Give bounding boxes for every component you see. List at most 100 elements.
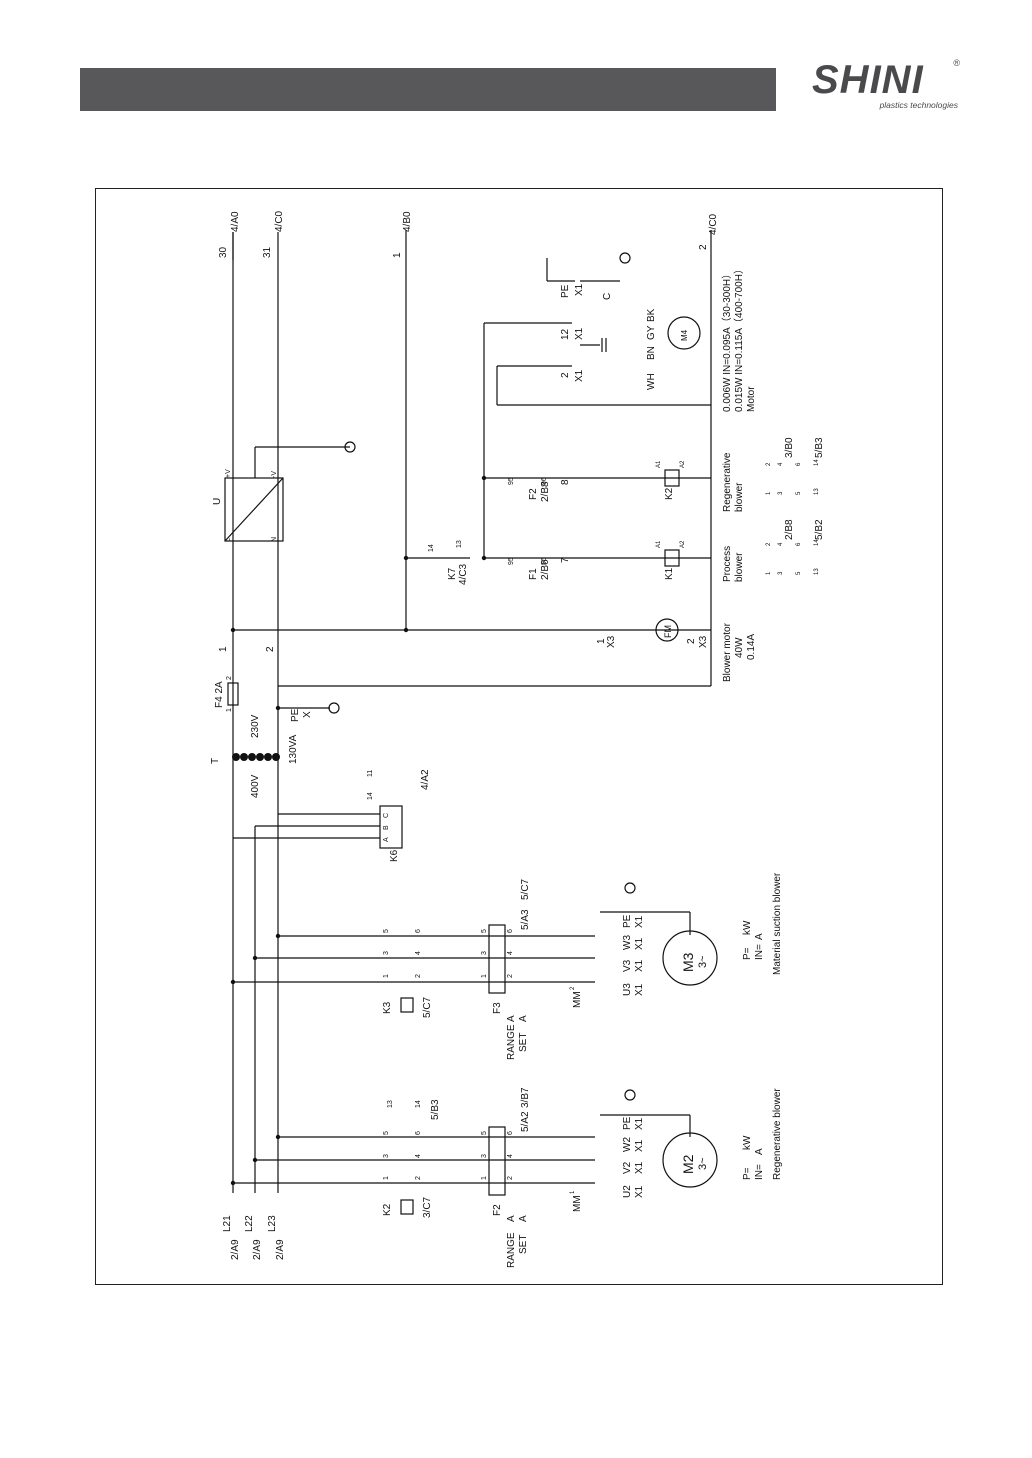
m3-v: V3 [622, 959, 633, 972]
fuse-t1: 1 [226, 708, 233, 712]
k1-name: K1 [664, 567, 675, 580]
m4-x1c: X1 [574, 369, 585, 382]
m2-x1b: X1 [634, 1161, 645, 1174]
m3-amp: A [754, 933, 765, 940]
m2-name: M2 [680, 1154, 696, 1174]
k1-c3: 3 [778, 571, 784, 575]
m2-u: U2 [622, 1185, 633, 1198]
m4-desc3: Motor [746, 386, 757, 412]
ref-4c0-b: 4/C0 [708, 213, 719, 235]
m4-gy: GY [646, 325, 657, 340]
fm-desc3: 0.14A [746, 634, 757, 660]
f1-name: F1 [528, 568, 539, 580]
m4-wh: WH [646, 373, 657, 390]
m2-x1d: X1 [634, 1117, 645, 1130]
drawing-frame [95, 188, 943, 1285]
f2m-n5: 5 [481, 1131, 488, 1135]
k6-ref: 4/A2 [420, 769, 431, 790]
m2-p: P= [742, 1167, 753, 1180]
u-t4: -V [271, 471, 278, 478]
k2-ref1: 3/B0 [784, 437, 795, 458]
source-2a9-c: 2/A9 [275, 1239, 286, 1260]
source-2a9-a: 2/A9 [230, 1239, 241, 1260]
f3-unit-a1: A [506, 1015, 517, 1022]
k2m-n1: 1 [383, 1176, 390, 1180]
f2m-n1: 1 [481, 1176, 488, 1180]
k2m-n13: 13 [387, 1100, 394, 1108]
f2m-set: SET [518, 1235, 529, 1254]
m3-x1c: X1 [634, 937, 645, 950]
k3-n1: 1 [383, 974, 390, 978]
m2-in: IN= [754, 1164, 765, 1180]
label-l23: L23 [267, 1215, 278, 1232]
k6-c: C [383, 813, 390, 818]
m4-x1b: X1 [574, 327, 585, 340]
m3-pe: PE [622, 914, 633, 928]
ref-b1: 1 [392, 252, 403, 258]
k3-n2: 2 [415, 974, 422, 978]
fm-x3b: X3 [698, 635, 709, 648]
m3-u: U3 [622, 983, 633, 996]
m2-v: V2 [622, 1161, 633, 1174]
m4-pe: PE [560, 284, 571, 298]
m4-desc2: 0.015W IN=0.115A（400-700H） [733, 264, 745, 412]
k2m-n5: 5 [383, 1131, 390, 1135]
f2-name: F2 [528, 488, 539, 500]
k7-ref: 4/C3 [458, 563, 469, 585]
k2-a2: A2 [680, 460, 686, 468]
k2m-n6: 6 [415, 1131, 422, 1135]
ref-31: 31 [262, 246, 273, 258]
f3-n2: 2 [507, 974, 514, 978]
k1-ref2: 5/B2 [814, 519, 825, 540]
m4-c: C [602, 293, 613, 300]
m2-sub: 3~ [697, 1157, 709, 1170]
f2-n95: 95 [508, 477, 515, 485]
fm-desc1: Blower motor [722, 622, 733, 682]
f3-ref2: 5/C7 [520, 878, 531, 900]
f2m-name: F2 [492, 1204, 503, 1216]
k2-c14: 14 [814, 459, 820, 466]
ref-4c0: 4/C0 [274, 210, 285, 232]
m3-x1b: X1 [634, 959, 645, 972]
f2m-ref1: 5/A2 [520, 1111, 531, 1132]
k2-desc2: blower [734, 482, 745, 512]
k1-c13: 13 [814, 568, 820, 575]
m2-w: W2 [622, 1137, 633, 1152]
m3-x1d: X1 [634, 915, 645, 928]
k6-n2: 14 [367, 792, 374, 800]
transformer-pe: PE [290, 708, 301, 722]
logo-registered-mark: ® [953, 58, 960, 68]
fm-n1: 1 [596, 638, 607, 644]
k2-c1: 1 [766, 491, 772, 495]
f1-n95: 95 [508, 557, 515, 565]
k1-c1: 1 [766, 571, 772, 575]
logo-word: SHINI [812, 58, 924, 102]
f3-mm-sup: 2 [570, 986, 576, 990]
f3-n6: 6 [507, 929, 514, 933]
fuse-label: F4 2A [214, 681, 225, 708]
line-2: 2 [265, 646, 276, 652]
k6-n1: 11 [367, 770, 374, 777]
f3-ref1: 5/A3 [520, 909, 531, 930]
k6-a: A [383, 837, 390, 842]
f3-unit-a2: A [518, 1015, 529, 1022]
k3-n6: 6 [415, 929, 422, 933]
k1-c5: 5 [796, 571, 802, 575]
f2m-unit-a2: A [518, 1215, 529, 1222]
k2-c6: 6 [796, 462, 802, 466]
k1-a2: A2 [680, 540, 686, 548]
k3-n5: 5 [383, 929, 390, 933]
k3-ref: 5/C7 [422, 996, 433, 1018]
m4-bn: BN [646, 346, 657, 360]
k1-c4: 4 [778, 542, 784, 546]
k7-n13: 13 [456, 540, 463, 548]
k3-n3: 3 [383, 951, 390, 955]
k2m-n2: 2 [415, 1176, 422, 1180]
k2m-name: K2 [382, 1203, 393, 1216]
label-l22: L22 [244, 1215, 255, 1232]
k3-n4: 4 [415, 951, 422, 955]
k6-b: B [383, 825, 390, 830]
fuse-t2: 2 [226, 676, 233, 680]
f2m-n2: 2 [507, 1176, 514, 1180]
k1-desc2: blower [734, 552, 745, 582]
